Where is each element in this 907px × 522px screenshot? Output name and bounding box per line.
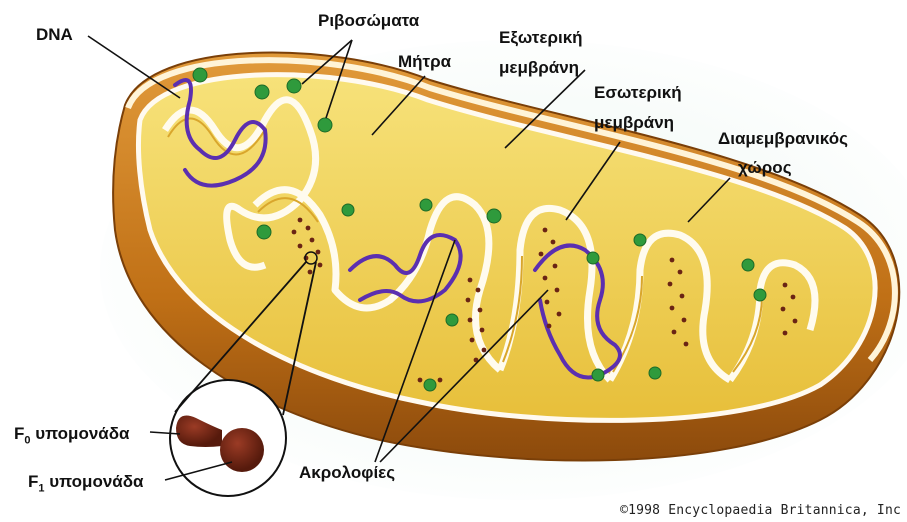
label-outer-membrane-line1: Εξωτερική <box>499 27 583 48</box>
label-outer-membrane-line2: μεμβράνη <box>499 57 579 78</box>
label-f0-subunit: F0 υπομονάδα <box>14 423 130 451</box>
f1-text: υπομονάδα <box>45 472 144 491</box>
label-dna: DNA <box>36 24 73 45</box>
label-cristae: Ακρολοφίες <box>299 462 395 483</box>
label-f1-subunit: F1 υπομονάδα <box>28 471 144 499</box>
label-intermembrane-line2: χώρος <box>738 157 792 178</box>
f0-letter: F <box>14 424 24 443</box>
f1-letter: F <box>28 472 38 491</box>
label-matrix: Μήτρα <box>398 51 451 72</box>
label-inner-membrane-line1: Εσωτερική <box>594 82 682 103</box>
label-ribosomes: Ριβοσώματα <box>318 10 419 31</box>
f1-subunit-shape <box>220 428 264 472</box>
label-inner-membrane-line2: μεμβράνη <box>594 112 674 133</box>
label-intermembrane-line1: Διαμεμβρανικός <box>718 128 848 149</box>
f0-text: υπομονάδα <box>31 424 130 443</box>
copyright-notice: ©1998 Encyclopaedia Britannica, Inc <box>620 503 901 518</box>
